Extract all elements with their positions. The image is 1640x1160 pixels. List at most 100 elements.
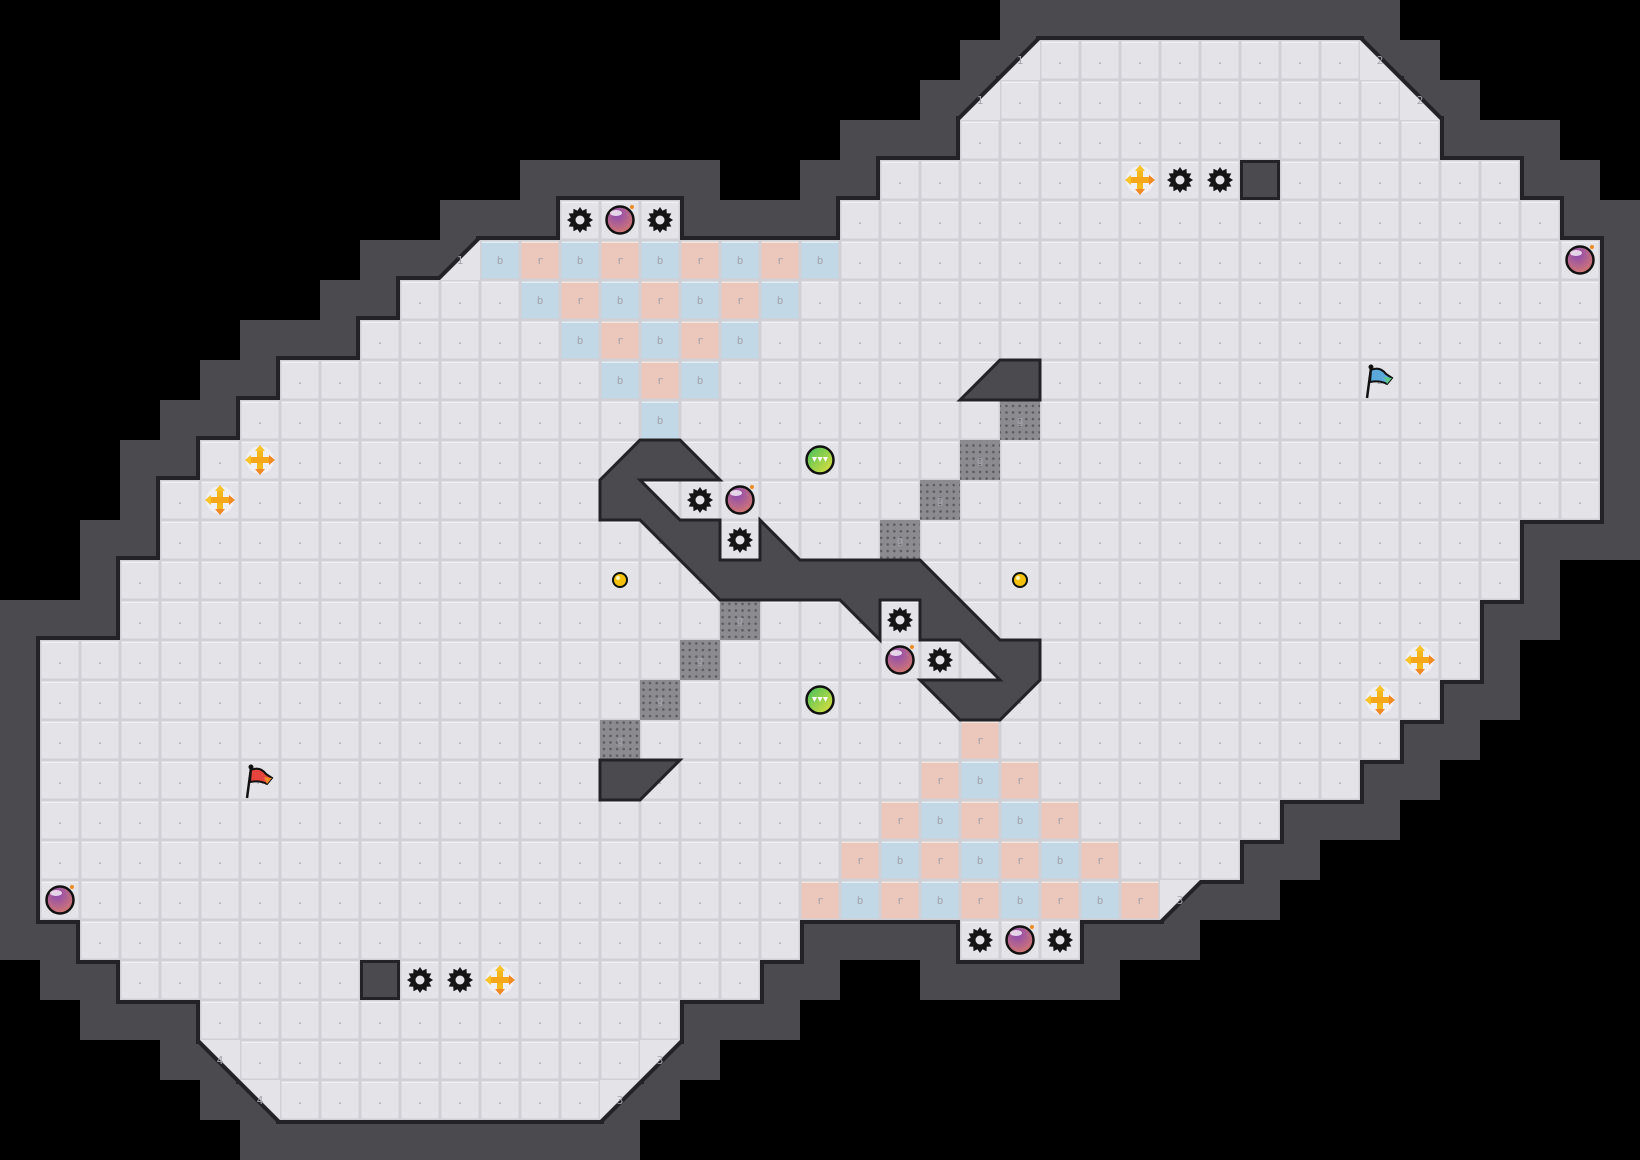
floor-tile xyxy=(1400,680,1440,720)
floor-tile xyxy=(400,480,440,520)
floor-tile xyxy=(800,760,840,800)
wall-tile xyxy=(1320,0,1360,40)
floor-tile xyxy=(1320,160,1360,200)
blue-team-tile xyxy=(800,240,840,280)
floor-tile xyxy=(1440,160,1480,200)
floor-tile xyxy=(120,840,160,880)
floor-tile xyxy=(1040,400,1080,440)
floor-tile xyxy=(520,920,560,960)
floor-tile xyxy=(1080,200,1120,240)
floor-tile xyxy=(1240,600,1280,640)
floor-tile xyxy=(760,440,800,480)
floor-tile xyxy=(560,640,600,680)
spike-icon xyxy=(1207,167,1233,193)
floor-tile xyxy=(1200,200,1240,240)
wall-tile xyxy=(1520,120,1560,160)
floor-tile xyxy=(1080,800,1120,840)
floor-tile xyxy=(1120,480,1160,520)
floor-tile xyxy=(840,360,880,400)
floor-tile xyxy=(1280,520,1320,560)
wall-tile xyxy=(0,920,40,960)
floor-tile xyxy=(1320,200,1360,240)
floor-tile xyxy=(280,400,320,440)
floor-tile xyxy=(440,720,480,760)
floor-tile xyxy=(520,1000,560,1040)
floor-tile xyxy=(1080,720,1120,760)
floor-tile xyxy=(600,640,640,680)
floor-tile xyxy=(1040,760,1080,800)
floor-tile xyxy=(560,520,600,560)
wall-tile xyxy=(0,800,40,840)
floor-tile xyxy=(1360,160,1400,200)
floor-tile xyxy=(320,1000,360,1040)
wall-tile xyxy=(240,360,280,400)
map-row-code: ..............g........r.......... xyxy=(17,734,1384,747)
powerup-ball-icon xyxy=(805,685,835,715)
floor-tile xyxy=(160,600,200,640)
floor-tile xyxy=(400,880,440,920)
wall-tile xyxy=(360,240,400,280)
floor-tile xyxy=(760,400,800,440)
floor-tile xyxy=(720,920,760,960)
floor-tile xyxy=(1360,640,1400,680)
bomb-icon xyxy=(1005,925,1035,955)
floor-tile xyxy=(80,680,120,720)
floor-tile xyxy=(1000,720,1040,760)
wall-tile xyxy=(1600,440,1640,480)
floor-tile xyxy=(640,720,680,760)
wall-tile xyxy=(80,600,120,640)
wall-tile xyxy=(1600,280,1640,320)
blue-team-tile xyxy=(680,360,720,400)
floor-tile xyxy=(960,480,1000,520)
floor-tile xyxy=(480,560,520,600)
spike-icon xyxy=(727,527,753,553)
floor-tile xyxy=(200,840,240,880)
floor-tile xyxy=(1080,360,1120,400)
floor-tile xyxy=(1080,240,1120,280)
floor-tile xyxy=(80,920,120,960)
floor-tile xyxy=(1400,480,1440,520)
floor-tile xyxy=(1400,600,1440,640)
floor-tile xyxy=(1280,40,1320,80)
wall-tile xyxy=(880,920,920,960)
wall-tile xyxy=(120,520,160,560)
floor-tile xyxy=(360,840,400,880)
floor-tile xyxy=(880,240,920,280)
floor-tile xyxy=(840,280,880,320)
grate-tile xyxy=(920,480,960,520)
floor-tile xyxy=(80,760,120,800)
floor-tile xyxy=(240,600,280,640)
floor-tile xyxy=(400,1000,440,1040)
wall-tile xyxy=(1080,0,1120,40)
floor-tile xyxy=(1040,360,1080,400)
floor-tile xyxy=(1360,720,1400,760)
floor-tile xyxy=(1240,40,1280,80)
floor-tile xyxy=(1280,120,1320,160)
red-team-tile xyxy=(920,760,960,800)
floor-tile xyxy=(1200,320,1240,360)
floor-tile xyxy=(1080,640,1120,680)
floor-tile xyxy=(1080,40,1120,80)
spike-icon xyxy=(567,207,593,233)
floor-tile xyxy=(720,840,760,880)
wall-tile xyxy=(1240,840,1280,880)
floor-tile xyxy=(560,760,600,800)
floor-tile xyxy=(600,1040,640,1080)
grate-tile xyxy=(880,520,920,560)
wall-tile xyxy=(520,160,560,200)
floor-tile xyxy=(720,800,760,840)
floor-tile xyxy=(1080,600,1120,640)
floor-tile xyxy=(800,280,840,320)
wall-tile xyxy=(0,840,40,880)
floor-tile xyxy=(1120,640,1160,680)
floor-tile xyxy=(280,1080,320,1120)
floor-tile xyxy=(1120,720,1160,760)
floor-tile xyxy=(1360,440,1400,480)
floor-tile xyxy=(1120,520,1160,560)
floor-tile xyxy=(1200,560,1240,600)
wall-tile xyxy=(1360,0,1400,40)
blue-team-tile xyxy=(760,280,800,320)
red-team-tile xyxy=(1040,880,1080,920)
floor-tile xyxy=(200,800,240,840)
floor-tile xyxy=(720,360,760,400)
